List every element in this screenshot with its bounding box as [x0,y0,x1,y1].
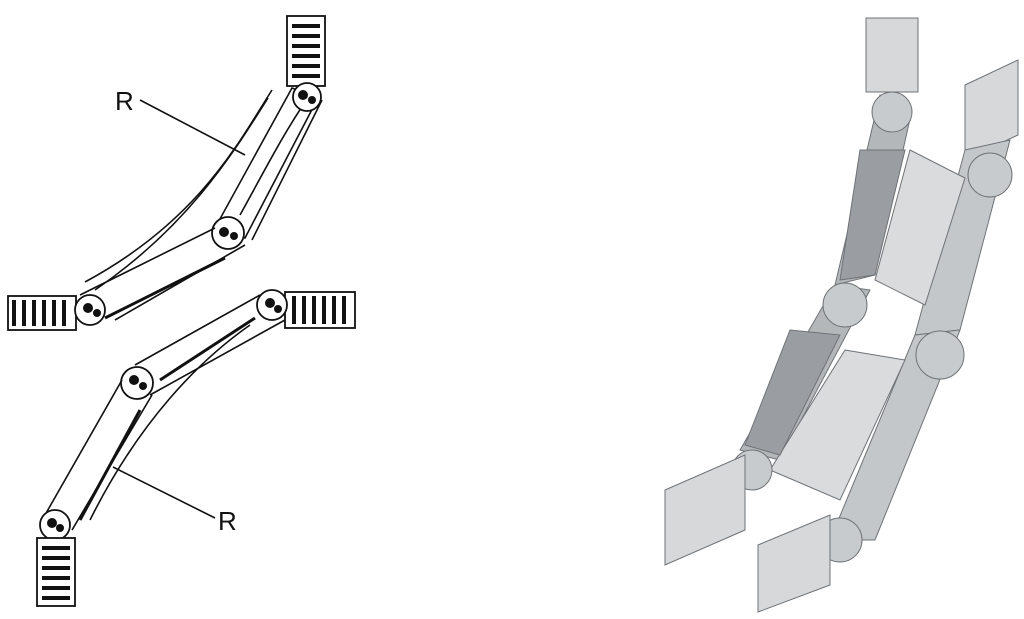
bottom-bend-piece [36,289,356,607]
radius-leader-bottom [112,466,216,519]
top-bend-piece [7,15,326,331]
line-drawing-vertical-bend: R [7,15,356,607]
radius-label-bottom: R [218,506,237,536]
radius-label-top: R [115,86,134,116]
product-render-vertical-bend [664,17,1019,613]
radius-leader-top [139,99,246,156]
